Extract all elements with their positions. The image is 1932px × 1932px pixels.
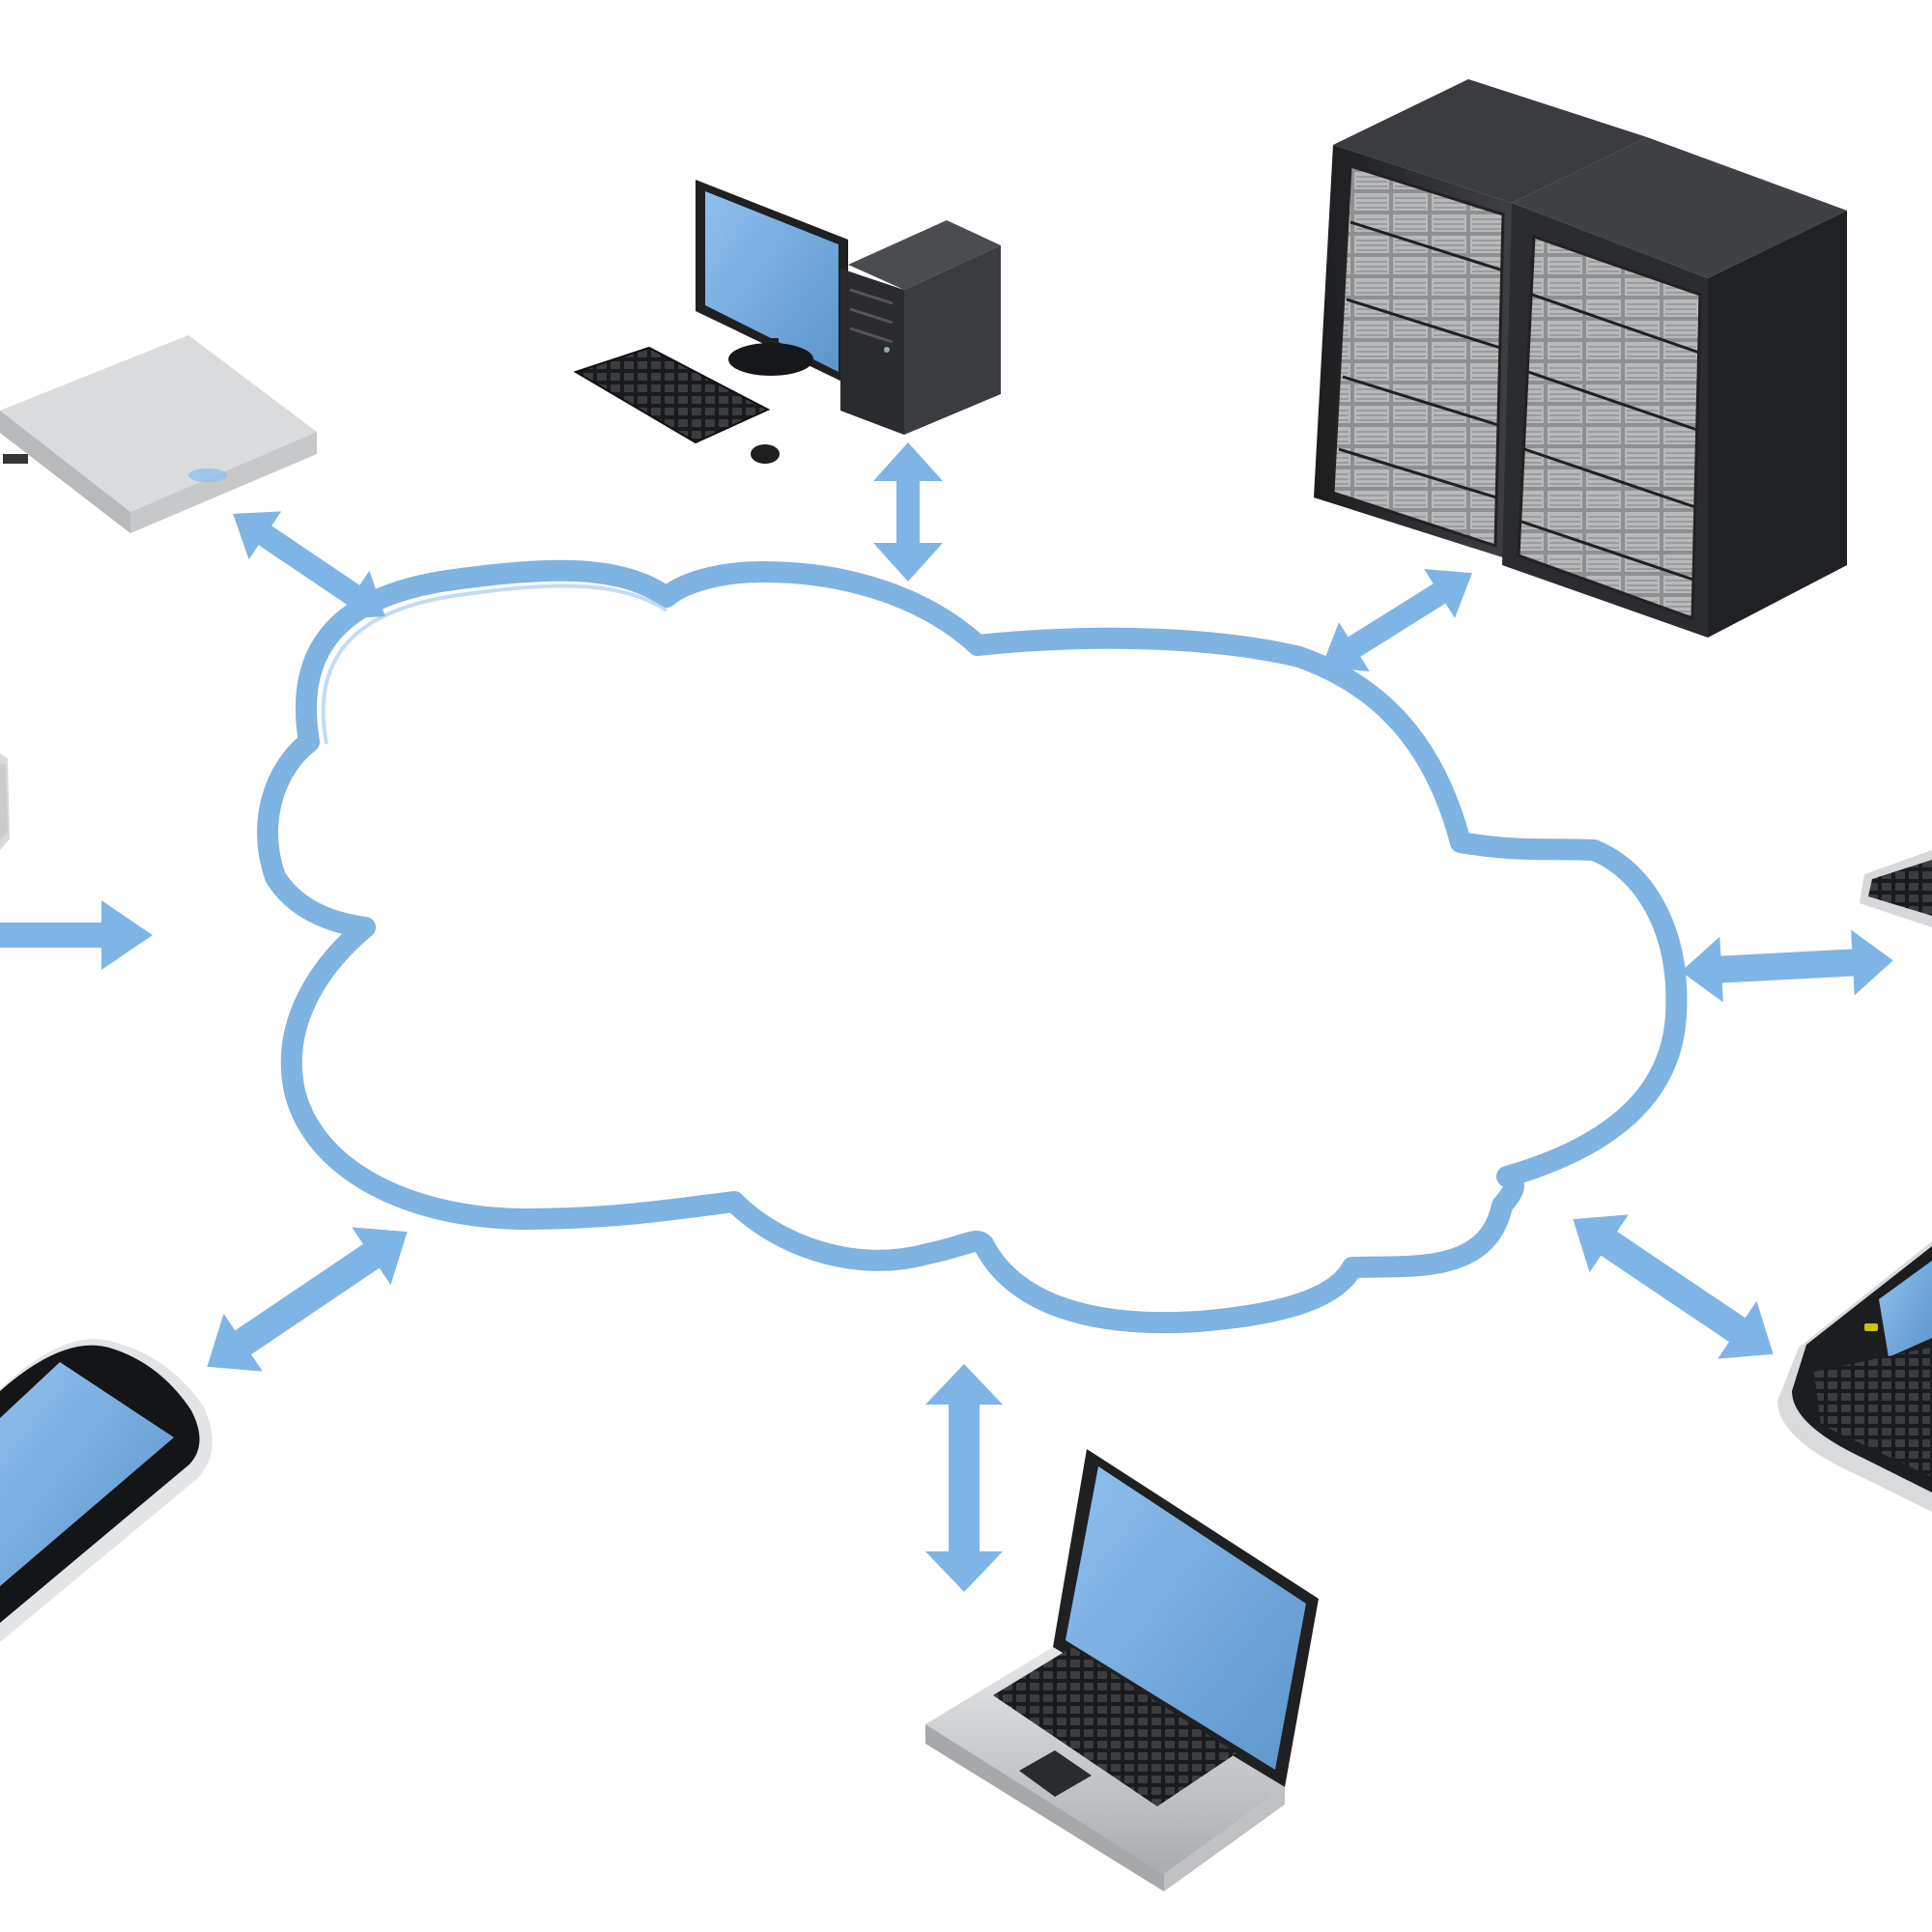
desktop-icon xyxy=(573,180,1001,464)
double-arrow-icon xyxy=(207,1227,408,1372)
desktop-mouse xyxy=(751,444,780,464)
laptop-keyboard xyxy=(993,1647,1236,1806)
double-arrow-icon xyxy=(1321,569,1473,671)
desktop-monitor xyxy=(696,180,848,384)
double-arrow-icon xyxy=(0,900,153,970)
monitor-screen xyxy=(705,191,838,372)
server-icon xyxy=(1314,79,1847,638)
phone-screen xyxy=(0,1362,174,1586)
double-arrow-icon xyxy=(873,442,943,582)
desktop-keyboard xyxy=(573,346,771,444)
smartphone-icon xyxy=(0,1339,213,1642)
qwerty-phone xyxy=(1777,1241,1932,1512)
double-arrow-icon xyxy=(925,1364,1003,1592)
cloud-shape xyxy=(257,559,1688,1334)
cloud-icon xyxy=(257,559,1688,1334)
double-arrow-icon xyxy=(233,511,385,619)
laptop-icon xyxy=(925,1449,1319,1891)
smartphone-icon xyxy=(1777,1241,1932,1512)
double-arrow-icon xyxy=(1681,929,1893,1003)
keyboard-device xyxy=(1860,850,1932,927)
link-arrows xyxy=(0,442,1893,1592)
desktop-tower xyxy=(840,220,1001,435)
network-appliance xyxy=(0,335,317,533)
laptop-screen xyxy=(1065,1466,1306,1770)
touch-smartphone xyxy=(0,1339,213,1642)
laptop-touchpad xyxy=(1019,1750,1092,1797)
phone-screen xyxy=(1879,1261,1932,1357)
double-arrow-icon xyxy=(1573,1214,1774,1359)
left-device xyxy=(0,753,10,850)
cloud-inner-edge xyxy=(321,583,668,745)
